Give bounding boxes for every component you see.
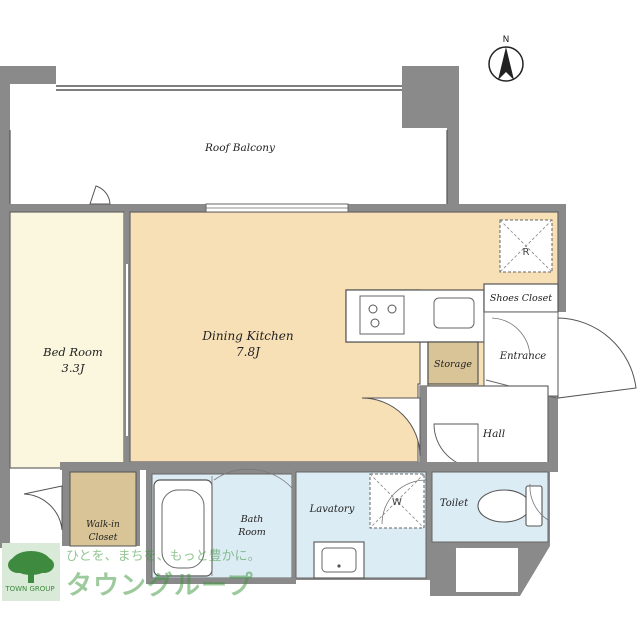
lower-wall xyxy=(60,462,558,470)
dining-kitchen-label: Dining Kitchen xyxy=(201,329,293,343)
compass-north-label: N xyxy=(503,35,510,45)
washer-space: W xyxy=(369,473,425,529)
north-compass: N xyxy=(488,35,524,82)
shoes-closet-label: Shoes Closet xyxy=(490,293,552,304)
bed-room-size: 3.3J xyxy=(62,361,86,375)
burner-icon xyxy=(370,318,380,328)
kitchen-counter xyxy=(345,289,485,343)
toilet-label: Toilet xyxy=(440,498,469,509)
bath-room-label-2: Room xyxy=(237,527,266,538)
walk-in-closet-label-1: Walk-in xyxy=(86,520,120,530)
lavatory-label: Lavatory xyxy=(309,504,355,515)
storage-label: Storage xyxy=(434,359,472,370)
burner-icon xyxy=(387,304,397,314)
watermark: TOWN GROUP ひとを、まちを、もっと豊かに。 タウングループ xyxy=(0,543,261,603)
walk-in-closet-floor xyxy=(69,471,137,547)
closet-door-swing xyxy=(23,485,63,531)
town-group-logo-icon xyxy=(2,543,60,601)
toilet-bowl-icon xyxy=(477,485,543,527)
entrance-door-swing xyxy=(557,317,637,399)
stove xyxy=(359,295,405,335)
washer-mark: W xyxy=(392,497,402,508)
shoes-closet xyxy=(483,283,559,313)
dining-kitchen-size: 7.8J xyxy=(236,345,261,359)
balcony-door-swing xyxy=(89,185,111,205)
watermark-logo-text: TOWN GROUP xyxy=(5,585,55,593)
kitchen-sink xyxy=(433,297,475,329)
storage-floor xyxy=(427,341,479,385)
roof-balcony-label: Roof Balcony xyxy=(204,142,276,154)
burner-icon xyxy=(368,304,378,314)
roof-balcony: Roof Balcony xyxy=(0,66,459,204)
bath-room-label-1: Bath xyxy=(240,514,264,525)
refrigerator: R xyxy=(499,219,553,273)
bed-room-label: Bed Room xyxy=(42,345,103,359)
entrance-label: Entrance xyxy=(499,351,547,362)
walk-in-closet-label-2: Closet xyxy=(89,533,118,543)
watermark-brand-name: タウングループ xyxy=(66,571,254,601)
hall-label: Hall xyxy=(482,428,505,440)
refrigerator-mark: R xyxy=(523,247,530,258)
watermark-slogan: ひとを、まちを、もっと豊かに。 xyxy=(66,549,261,564)
compass-arrow-icon xyxy=(498,47,514,80)
bed-room-floor xyxy=(9,211,125,469)
tree-icon xyxy=(8,551,54,583)
dining-door-swing xyxy=(361,397,421,457)
